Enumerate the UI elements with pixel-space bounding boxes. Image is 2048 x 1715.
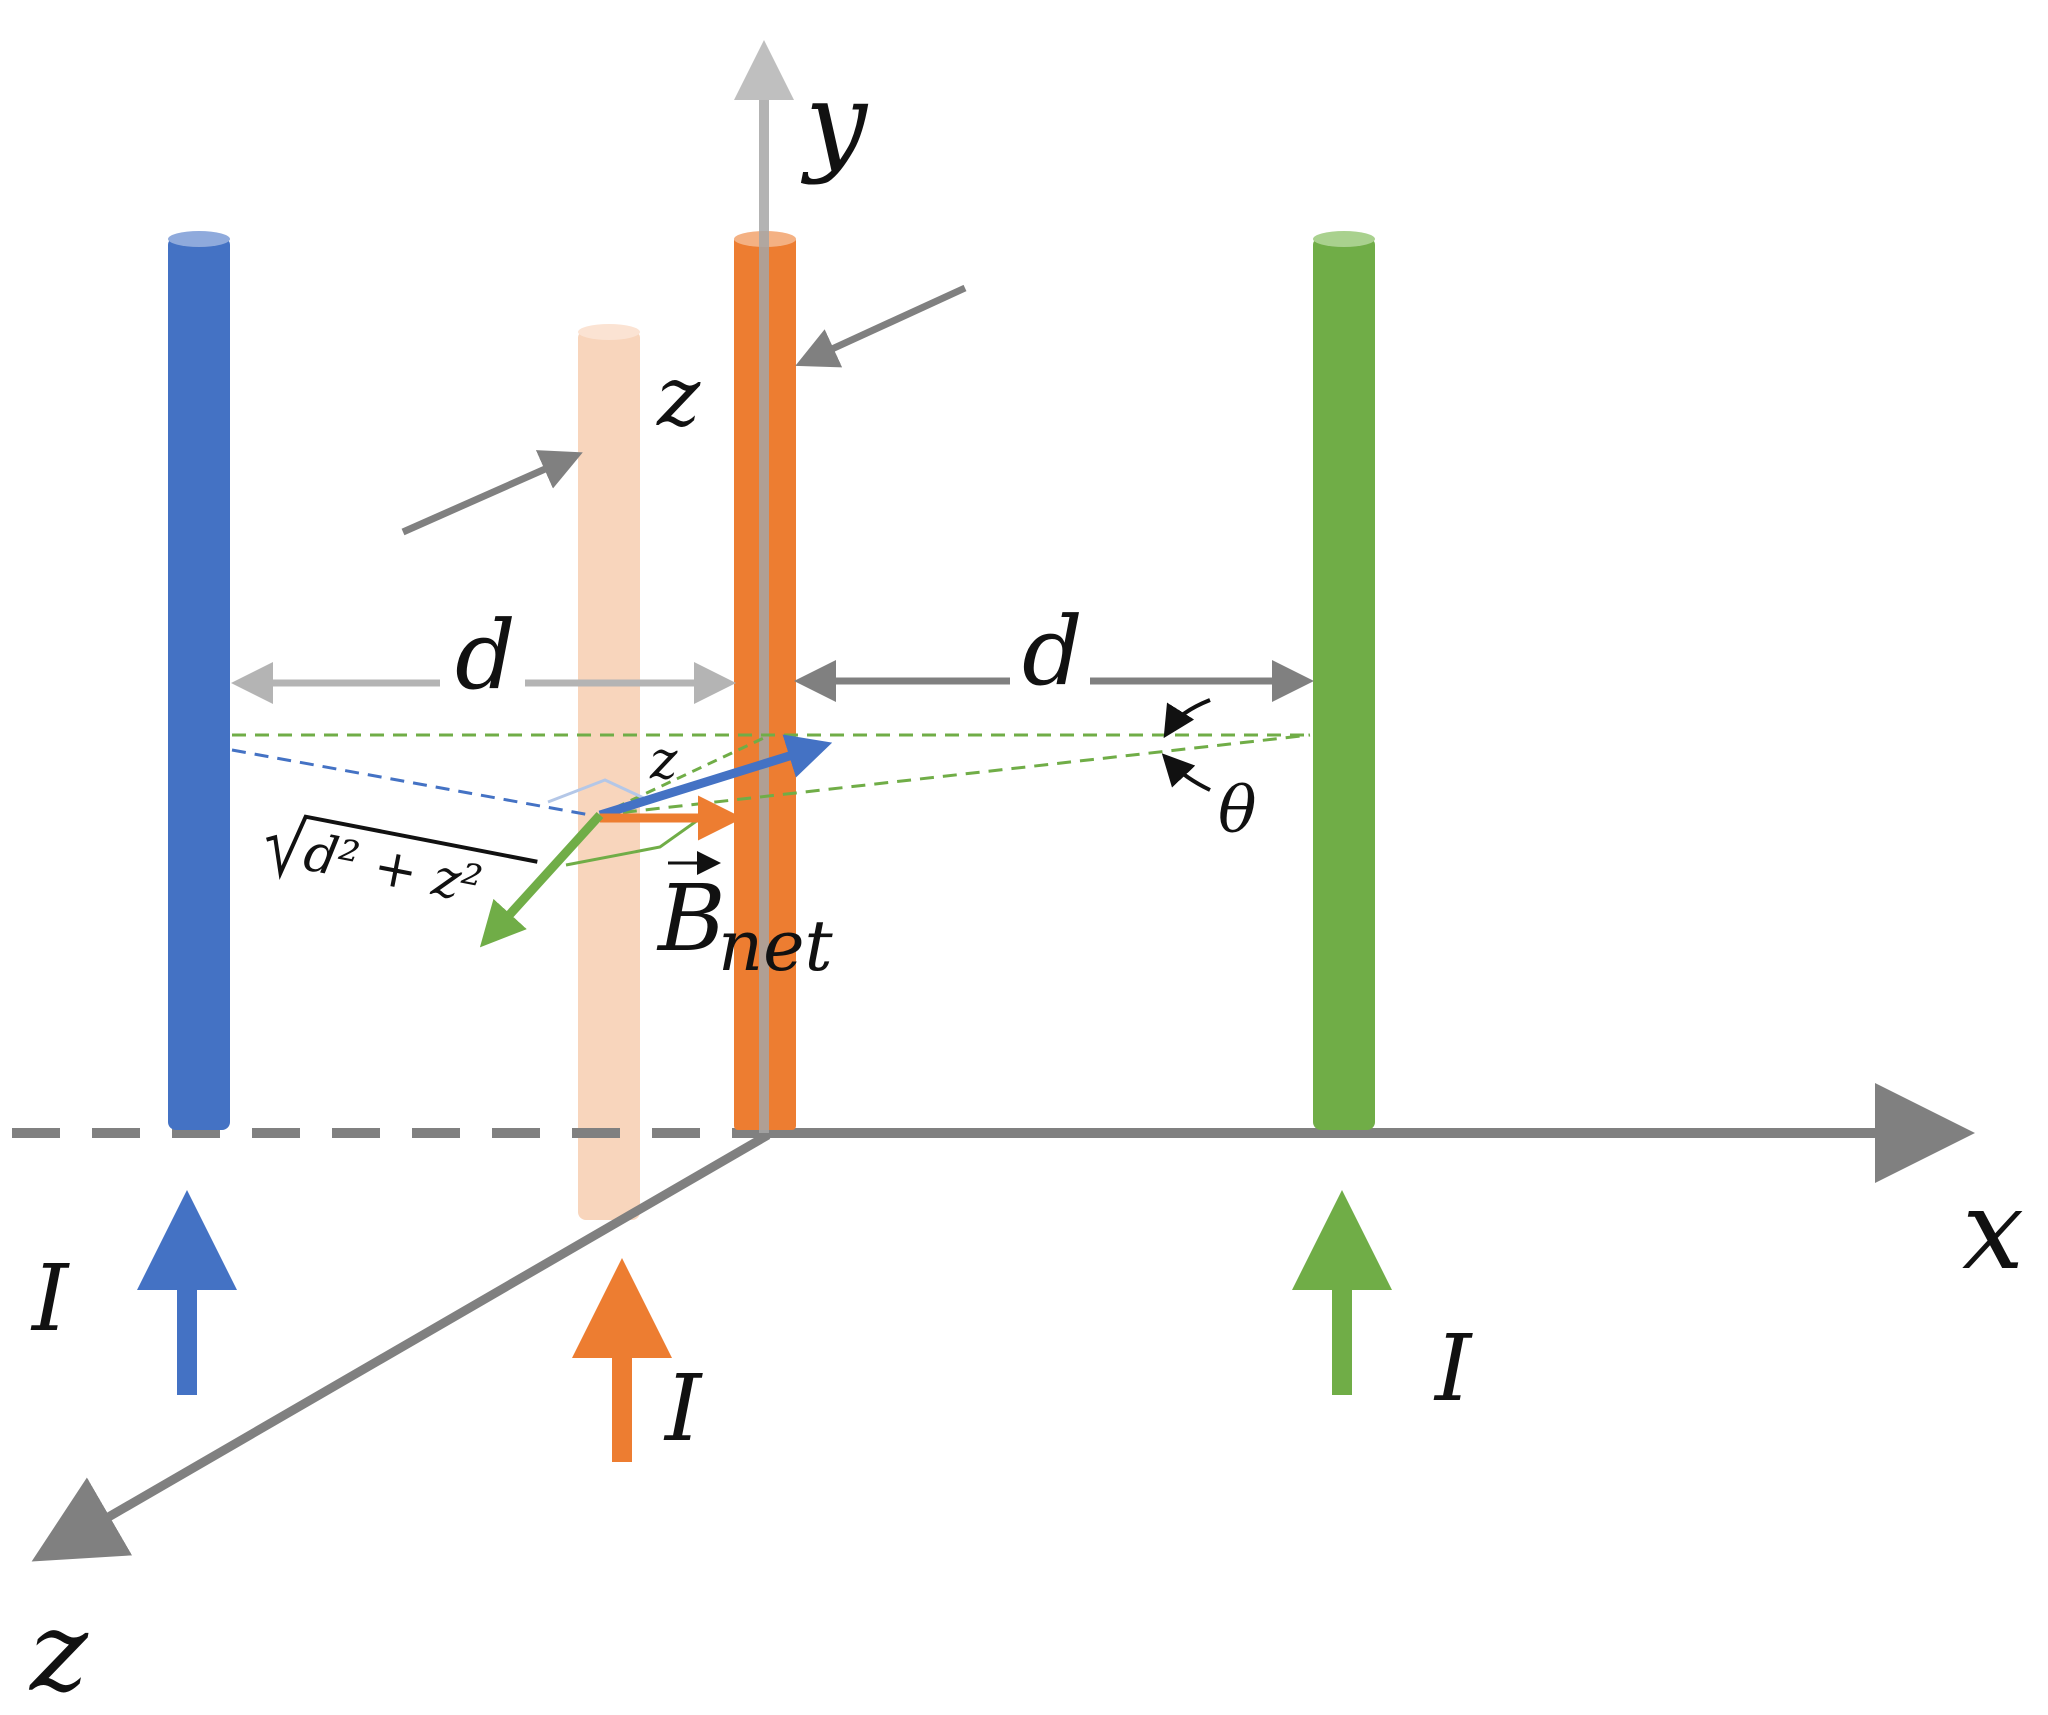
d-left-label: d <box>455 601 516 711</box>
z-axis-label: z <box>28 1588 89 1715</box>
x-axis-label: x <box>1962 1166 2024 1294</box>
current-label-green: I <box>1433 1315 1473 1422</box>
bnet-subscript: net <box>718 905 834 987</box>
right-angle-marker-blue <box>547 778 649 804</box>
pointer-to-orange-wire <box>795 284 967 368</box>
sqrt-label: d² + z² <box>266 814 538 916</box>
pointer-to-faded-wire <box>401 450 583 536</box>
z-distance-label: z <box>656 350 701 445</box>
current-label-orange: I <box>663 1355 703 1462</box>
z-small-label: z <box>649 731 678 791</box>
z-axis <box>31 1131 771 1562</box>
blue-wire <box>168 231 230 1130</box>
current-label-blue: I <box>30 1245 70 1352</box>
bnet-label: B <box>656 865 726 972</box>
blue-field-vector <box>598 734 833 820</box>
d-right-label: d <box>1022 597 1083 707</box>
theta-arc-lower <box>1161 753 1211 792</box>
sqrt-expression: d² + z² <box>299 823 486 916</box>
green-dashed-slant <box>599 733 1311 817</box>
green-dashed-small <box>599 733 771 817</box>
theta-arc-upper <box>1163 698 1211 739</box>
blue-dashed-line <box>231 748 591 817</box>
y-axis-label: y <box>800 58 869 186</box>
faded-wire <box>578 324 640 1220</box>
green-wire <box>1313 231 1375 1130</box>
green-field-vector <box>479 811 604 948</box>
theta-label: θ <box>1218 774 1257 848</box>
